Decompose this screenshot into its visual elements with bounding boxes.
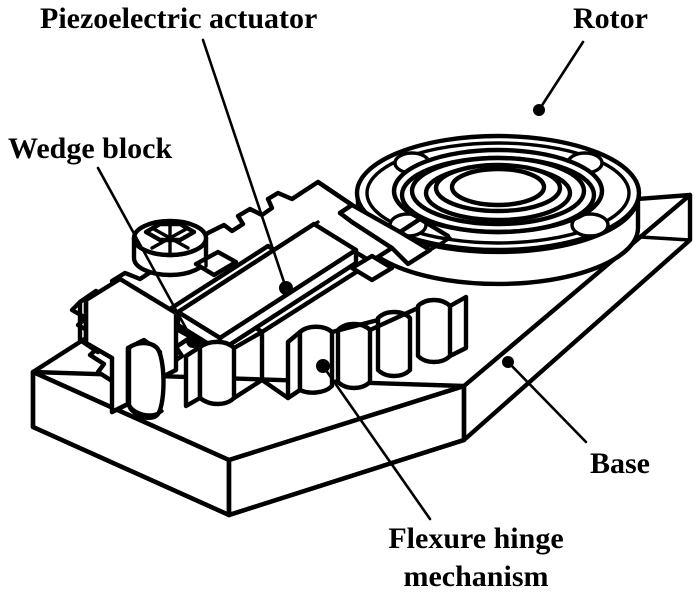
piezo-top-groove: [183, 220, 320, 310]
flexure-arm-1-round: [297, 324, 335, 395]
flexure-arm-4: [415, 297, 453, 365]
flexure-rear-bridge-edge: [397, 216, 451, 239]
leader-dot-wedge-block: [186, 334, 200, 348]
flexure-arm-3: [375, 309, 413, 379]
flexure-arm-link-1: [329, 317, 381, 335]
figure-labels: Piezoelectric actuator Rotor Wedge block…: [8, 2, 650, 593]
flexure-left-wall: [77, 299, 101, 355]
flexure-front-pillar-round: [197, 339, 237, 407]
wedge-block: [83, 276, 179, 420]
screw-mount-tab: [193, 249, 239, 278]
leader-rotor: [537, 40, 585, 112]
leader-dot-rotor: [533, 104, 545, 116]
flexure-rear-bridge-lip: [428, 236, 452, 252]
flexure-hinge-mechanism: [69, 179, 469, 420]
flexure-small-wedge: [349, 253, 395, 283]
label-rotor: Rotor: [573, 2, 648, 35]
leader-lines: [96, 38, 588, 521]
flexure-arm-end-block: [447, 294, 469, 359]
flexure-rear-bridge: [315, 179, 433, 267]
leader-base: [506, 360, 588, 444]
leader-flexure-hinge-mechanism: [321, 364, 432, 521]
flexure-notch-arms: [285, 294, 469, 401]
wedge-block-pocket-bottom: [127, 402, 164, 417]
flexure-front-join: [259, 377, 291, 401]
label-wedge-block: Wedge block: [8, 132, 172, 165]
leader-wedge-block: [96, 166, 195, 343]
leader-dot-base: [502, 356, 514, 368]
label-base: Base: [590, 447, 650, 480]
label-flexure-hinge-mechanism-line2: mechanism: [404, 560, 549, 593]
flexure-arm-link-2: [367, 305, 421, 333]
flexure-arm-2: [335, 321, 373, 391]
rotor-assembly: [354, 133, 642, 287]
rotor-bolt-hole-front-right: [570, 212, 610, 238]
wedge-block-cylinder-pocket: [126, 340, 166, 420]
leader-piezoelectric-actuator: [201, 38, 288, 290]
rotor-flange-inner-edge: [365, 141, 631, 245]
rotor-bore: [449, 166, 547, 208]
label-flexure-hinge-mechanism-line1: Flexure hinge: [388, 522, 563, 555]
base-back-lip: [638, 235, 692, 242]
label-piezoelectric-actuator: Piezoelectric actuator: [40, 2, 317, 35]
flexure-front-block: [231, 329, 265, 401]
leader-dot-piezoelectric-actuator: [279, 281, 293, 295]
leader-dot-flexure-hinge-mechanism: [316, 359, 330, 373]
